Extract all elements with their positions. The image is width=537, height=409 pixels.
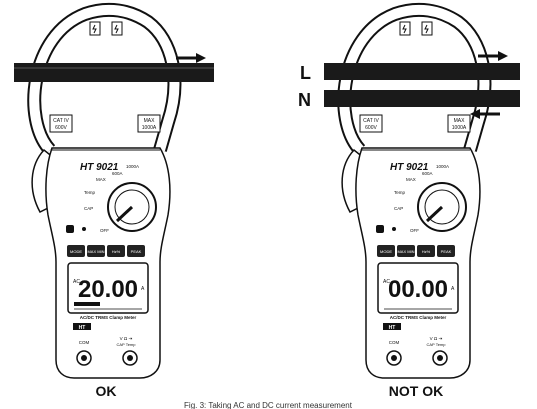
rotary-label: CAP xyxy=(84,206,93,211)
lcd-display-frame xyxy=(377,262,459,314)
rotary-label: CAP xyxy=(394,206,403,211)
cat-rating-box xyxy=(359,114,383,133)
rotary-label: 1000A xyxy=(436,164,449,169)
cat-rating-line2: 600V xyxy=(365,125,377,131)
current-direction-arrow-left xyxy=(470,109,500,119)
cat-rating-line1: CAT IV xyxy=(363,118,379,124)
v-jack-hole xyxy=(437,355,443,361)
rotary-label: Temp xyxy=(394,190,406,195)
v-jack-hole xyxy=(127,355,133,361)
conductor-label-n: N xyxy=(298,90,311,110)
function-buttons: MODE MAX MIN Hz% PEAK xyxy=(377,245,455,257)
lcd-display-frame xyxy=(67,262,149,314)
brand-logo xyxy=(383,323,401,330)
max-rating-line1: MAX xyxy=(454,118,466,124)
hz-button-label: Hz% xyxy=(422,249,431,254)
rotary-label: Temp xyxy=(84,190,96,195)
mode-button[interactable] xyxy=(67,245,85,257)
terminal-com-label: COM xyxy=(79,340,90,345)
rotary-pointer xyxy=(425,205,444,223)
terminal-com-label: COM xyxy=(389,340,400,345)
terminal-v-label: V Ω ⇥ xyxy=(120,336,133,341)
lcd-reading: 00.00 xyxy=(388,276,448,303)
panel-label: AC/DC TRMS Clamp Meter xyxy=(390,315,447,320)
conductor-cable-l xyxy=(324,63,520,80)
panel-label: AC/DC TRMS Clamp Meter xyxy=(80,315,137,320)
peak-button-label: PEAK xyxy=(131,249,142,254)
hz-button[interactable] xyxy=(417,245,435,257)
rotary-label: MAX xyxy=(406,177,416,182)
lcd-reading: 20.00 xyxy=(78,276,138,303)
rotary-scale: 1000A 600A MAX Temp CAP OFF xyxy=(394,164,449,233)
hazard-icon xyxy=(114,24,119,34)
maxmin-button-label: MAX MIN xyxy=(87,249,104,254)
backlight-icon xyxy=(392,227,396,231)
status-label-ok: OK xyxy=(96,383,117,399)
max-rating-line2: 1000A xyxy=(142,125,157,131)
current-direction-arrow-right xyxy=(176,53,206,63)
hold-button[interactable] xyxy=(66,225,74,233)
rotary-label: 1000A xyxy=(126,164,139,169)
lcd-unit: A xyxy=(451,286,455,292)
rotary-label: 600A xyxy=(422,171,433,176)
rotary-scale: 1000A 600A MAX Temp CAP OFF xyxy=(84,164,139,233)
brand-logo xyxy=(73,323,91,330)
terminal-v-label: V Ω ⇥ xyxy=(430,336,443,341)
figure-caption: Fig. 3: Taking AC and DC current measure… xyxy=(184,401,353,409)
rotary-label: OFF xyxy=(100,228,109,233)
max-rating-box xyxy=(447,114,471,133)
rotary-label: MAX xyxy=(96,177,106,182)
brand-logo-text: HT xyxy=(389,325,396,331)
max-rating-line2: 1000A xyxy=(452,125,467,131)
hz-button[interactable] xyxy=(107,245,125,257)
peak-button-label: PEAK xyxy=(441,249,452,254)
terminal-v-sublabel: CAP Temp xyxy=(427,342,447,347)
terminal-v-sublabel: CAP Temp xyxy=(117,342,137,347)
model-label: HT 9021 xyxy=(390,162,429,173)
com-jack-hole xyxy=(391,355,397,361)
current-direction-arrow-right xyxy=(478,51,508,61)
cat-rating-line1: CAT IV xyxy=(53,118,69,124)
cat-rating-box xyxy=(49,114,73,133)
maxmin-button[interactable] xyxy=(87,245,105,257)
meter-not-ok: L N CAT IV 600V MAX 1000A HT 9021 1000A … xyxy=(298,2,520,399)
max-rating-line1: MAX xyxy=(144,118,156,124)
function-buttons: MODE MAX MIN Hz% PEAK xyxy=(67,245,145,257)
hz-button-label: Hz% xyxy=(112,249,121,254)
mode-button[interactable] xyxy=(377,245,395,257)
model-label: HT 9021 xyxy=(80,162,119,173)
lcd-unit: A xyxy=(141,286,145,292)
com-jack-hole xyxy=(81,355,87,361)
conductor-cable-n xyxy=(324,90,520,107)
mode-button-label: MODE xyxy=(380,249,392,254)
peak-button[interactable] xyxy=(437,245,455,257)
hazard-icon xyxy=(402,24,407,34)
backlight-icon xyxy=(82,227,86,231)
hazard-icon xyxy=(424,24,429,34)
maxmin-button-label: MAX MIN xyxy=(397,249,414,254)
rotary-pointer xyxy=(115,205,134,223)
status-label-not-ok: NOT OK xyxy=(389,383,443,399)
lcd-bargraph xyxy=(74,302,100,306)
hazard-icon xyxy=(92,24,97,34)
cat-rating-line2: 600V xyxy=(55,125,67,131)
max-rating-box xyxy=(137,114,161,133)
maxmin-button[interactable] xyxy=(397,245,415,257)
brand-logo-text: HT xyxy=(79,325,86,331)
hold-button[interactable] xyxy=(376,225,384,233)
conductor-label-l: L xyxy=(300,63,311,83)
mode-button-label: MODE xyxy=(70,249,82,254)
conductor-cable xyxy=(14,63,214,82)
lcd-ac-indicator: AC xyxy=(73,279,80,285)
rotary-label: OFF xyxy=(410,228,419,233)
rotary-label: 600A xyxy=(112,171,123,176)
lcd-ac-indicator: AC xyxy=(383,279,390,285)
meter-ok: CAT IV 600V MAX 1000A HT 9021 1000A 600A… xyxy=(14,2,214,399)
peak-button[interactable] xyxy=(127,245,145,257)
